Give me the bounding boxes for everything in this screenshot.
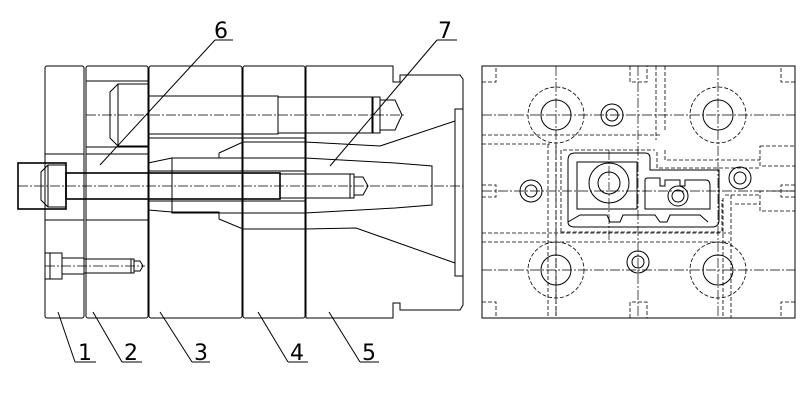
- plate-3: [148, 65, 243, 319]
- plan-view: [481, 65, 796, 319]
- plate-5: [305, 65, 464, 319]
- pin-holes: [519, 103, 752, 274]
- upper-bolt: [86, 80, 405, 148]
- plate-1: [44, 65, 85, 319]
- cavity: [567, 152, 720, 228]
- cooling-channels: [482, 66, 796, 318]
- label-part-5: 5: [362, 341, 376, 366]
- plate-2: [85, 65, 149, 319]
- label-part-6: 6: [214, 19, 228, 44]
- center-bolt: [17, 162, 463, 210]
- part-callouts: 6 7 1 2 3 4 5: [57, 19, 457, 366]
- label-part-1: 1: [78, 341, 92, 366]
- bolt-holes: [527, 86, 747, 299]
- small-screw: [44, 252, 145, 280]
- sprue-cone: [45, 120, 456, 264]
- center-lines: [482, 66, 795, 318]
- label-part-7: 7: [438, 19, 452, 44]
- corner-marks: [482, 66, 795, 318]
- label-part-3: 3: [194, 341, 208, 366]
- sprue-face: [454, 108, 464, 277]
- plate-4: [242, 65, 306, 319]
- plate-outline: [481, 65, 796, 319]
- section-view: 6 7 1 2 3 4 5: [17, 19, 464, 366]
- label-part-2: 2: [124, 341, 138, 366]
- label-part-4: 4: [290, 341, 304, 366]
